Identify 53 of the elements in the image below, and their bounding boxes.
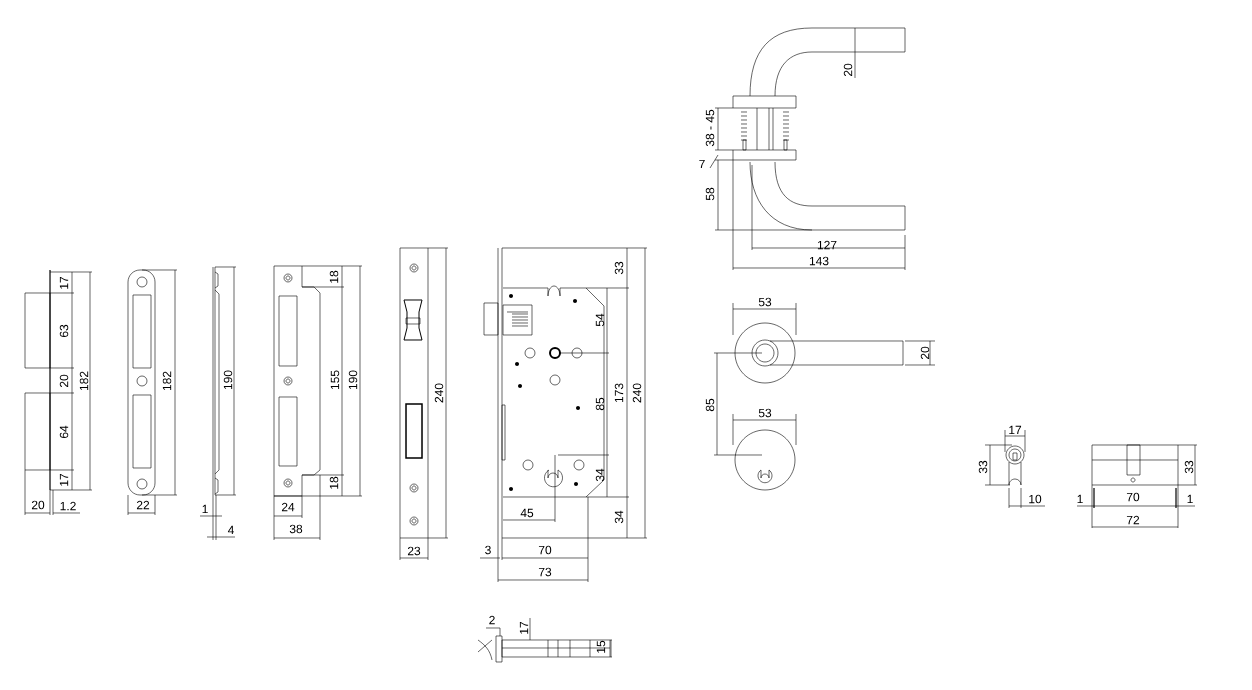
dimension-label: 33 (978, 460, 988, 474)
dimension-label: 3 (485, 545, 491, 555)
dimension-label: 240 (434, 383, 444, 403)
dimension-label: 45 (520, 508, 534, 518)
dimension-label: 23 (407, 546, 421, 556)
dimension-label: 24 (281, 502, 295, 512)
dimension-label: 173 (614, 383, 624, 403)
dimension-label: 70 (1126, 492, 1140, 502)
dimension-label: 1 (1077, 494, 1083, 504)
dimension-label: 73 (538, 567, 552, 577)
dimension-label: 1 (1187, 494, 1193, 504)
dimension-label: 127 (817, 240, 837, 250)
dimension-label: 15 (596, 640, 606, 653)
dimension-label: 17 (519, 621, 529, 634)
dimension-label: 240 (632, 383, 642, 403)
dimension-label: 20 (59, 374, 69, 388)
dimension-label: 1.2 (60, 501, 76, 511)
dimension-label: 33 (1184, 460, 1194, 474)
dimension-label: 33 (614, 261, 624, 275)
dimension-label: 17 (59, 473, 69, 486)
dimension-label: 20 (920, 346, 930, 360)
dimension-label: 17 (59, 276, 69, 289)
dimension-label: 20 (31, 500, 45, 510)
dimension-label: 7 (699, 159, 705, 169)
dimension-label: 70 (538, 545, 552, 555)
dimension-label: 72 (1126, 515, 1140, 525)
dimension-label: 20 (843, 63, 853, 77)
dimension-label: 38 - 45 (705, 109, 715, 147)
dimension-label: 18 (329, 476, 339, 489)
dimension-label: 63 (59, 324, 69, 338)
dimension-label: 17 (1009, 425, 1022, 435)
dimension-label: 53 (758, 297, 772, 307)
dimension-label: 4 (227, 525, 234, 535)
dimension-label: 10 (1029, 494, 1042, 504)
dimension-label: 1 (202, 504, 208, 514)
dimension-label: 53 (758, 408, 772, 418)
dimension-label: 155 (330, 370, 340, 390)
dimension-label: 58 (705, 187, 715, 201)
dimension-label: 34 (595, 468, 605, 482)
dimension-label: 18 (329, 270, 339, 283)
dimension-label: 38 (289, 524, 303, 534)
dimension-label: 182 (162, 371, 172, 391)
dimension-label: 54 (595, 313, 605, 327)
dimension-label: 85 (705, 398, 715, 412)
dimension-label: 85 (595, 397, 605, 411)
dimension-label: 2 (489, 615, 495, 625)
dimension-label: 34 (614, 510, 624, 524)
dimension-label: 22 (136, 500, 150, 510)
dimension-label: 190 (223, 370, 233, 390)
dimension-label: 64 (59, 425, 69, 439)
dimension-label: 143 (809, 256, 829, 266)
dimension-label: 182 (79, 371, 89, 391)
dimension-label: 190 (348, 370, 358, 390)
